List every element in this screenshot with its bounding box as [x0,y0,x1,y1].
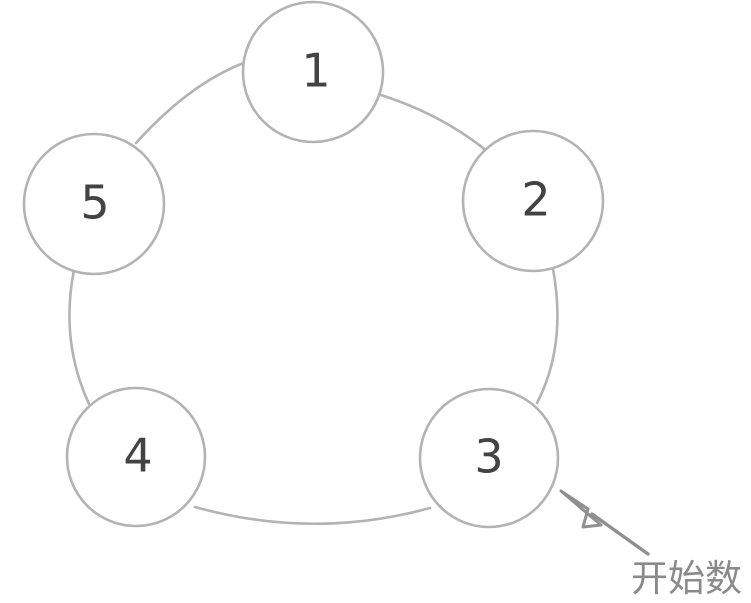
edge-5-to-1 [134,60,248,145]
annotation-arrow-shaft [590,512,650,556]
ring-nodes: 1 2 3 4 5 [22,0,605,529]
node-4-circle[interactable] [65,386,207,528]
node-3[interactable]: 3 [418,387,560,529]
node-1[interactable]: 1 [241,0,385,144]
node-3-label: 3 [474,430,503,484]
annotation-arrow-head-icon [559,489,603,529]
node-5-label: 5 [80,176,109,230]
edge-4-to-5 [68,268,91,406]
edge-2-to-3 [535,267,559,405]
node-1-label: 1 [301,44,330,98]
ring-edges [68,60,559,526]
node-5[interactable]: 5 [22,132,166,276]
node-5-circle[interactable] [22,132,166,276]
node-4[interactable]: 4 [65,386,207,528]
node-1-circle[interactable] [241,0,385,144]
node-3-circle[interactable] [418,387,560,529]
node-2-circle[interactable] [461,129,605,273]
start-pointer-annotation [559,489,650,556]
edge-1-to-2 [379,93,490,154]
node-2-label: 2 [521,173,550,227]
annotation-label: 开始数 [631,557,742,600]
edge-3-to-4 [193,505,432,526]
node-4-label: 4 [123,429,152,483]
node-2[interactable]: 2 [461,129,605,273]
